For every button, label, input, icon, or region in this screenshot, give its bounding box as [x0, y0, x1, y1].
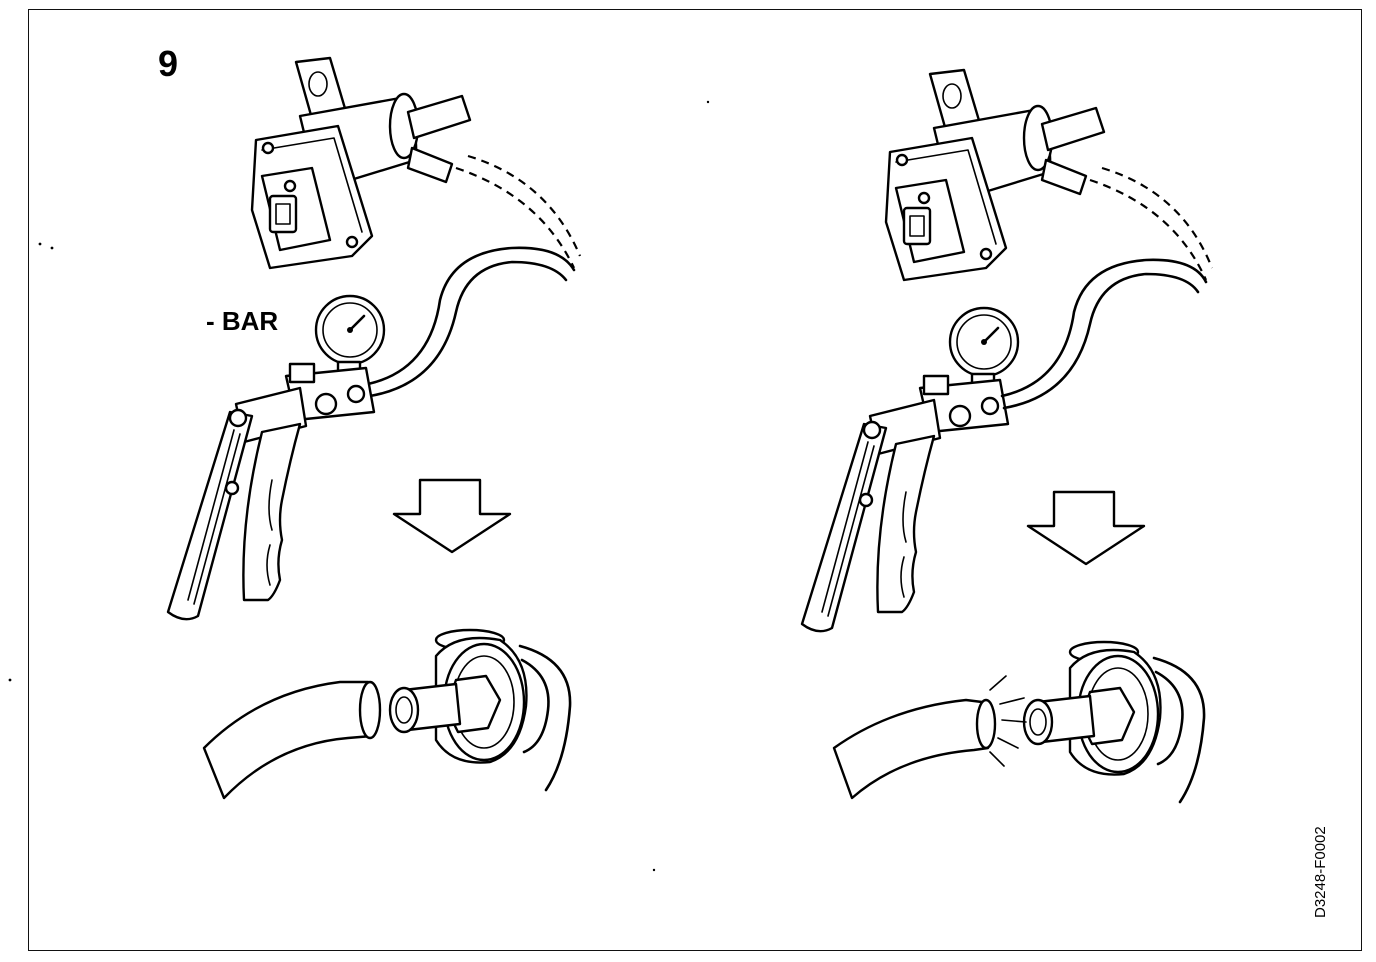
right-vacuum-line-dashed	[1089, 178, 1208, 281]
left-vacuum-line-dashed	[455, 166, 575, 269]
right-panel-fitting	[1022, 640, 1206, 804]
right-panel-pump	[800, 306, 1020, 633]
figure-frame	[28, 9, 1362, 951]
right-panel-actuator	[884, 68, 1106, 282]
left-vacuum-hose	[366, 246, 576, 386]
left-panel-actuator	[250, 56, 472, 270]
left-panel-pump	[166, 294, 386, 621]
leak-indicator-lines	[989, 675, 1027, 767]
right-panel-arrow	[1026, 490, 1146, 566]
left-hose-end	[202, 680, 377, 800]
step-number: 9	[158, 43, 179, 84]
right-vacuum-hose	[1000, 258, 1208, 398]
right-hose-end	[832, 698, 992, 800]
gauge-label: - BAR	[206, 306, 279, 336]
left-panel-fitting	[388, 628, 572, 792]
left-panel-arrow	[392, 478, 512, 554]
